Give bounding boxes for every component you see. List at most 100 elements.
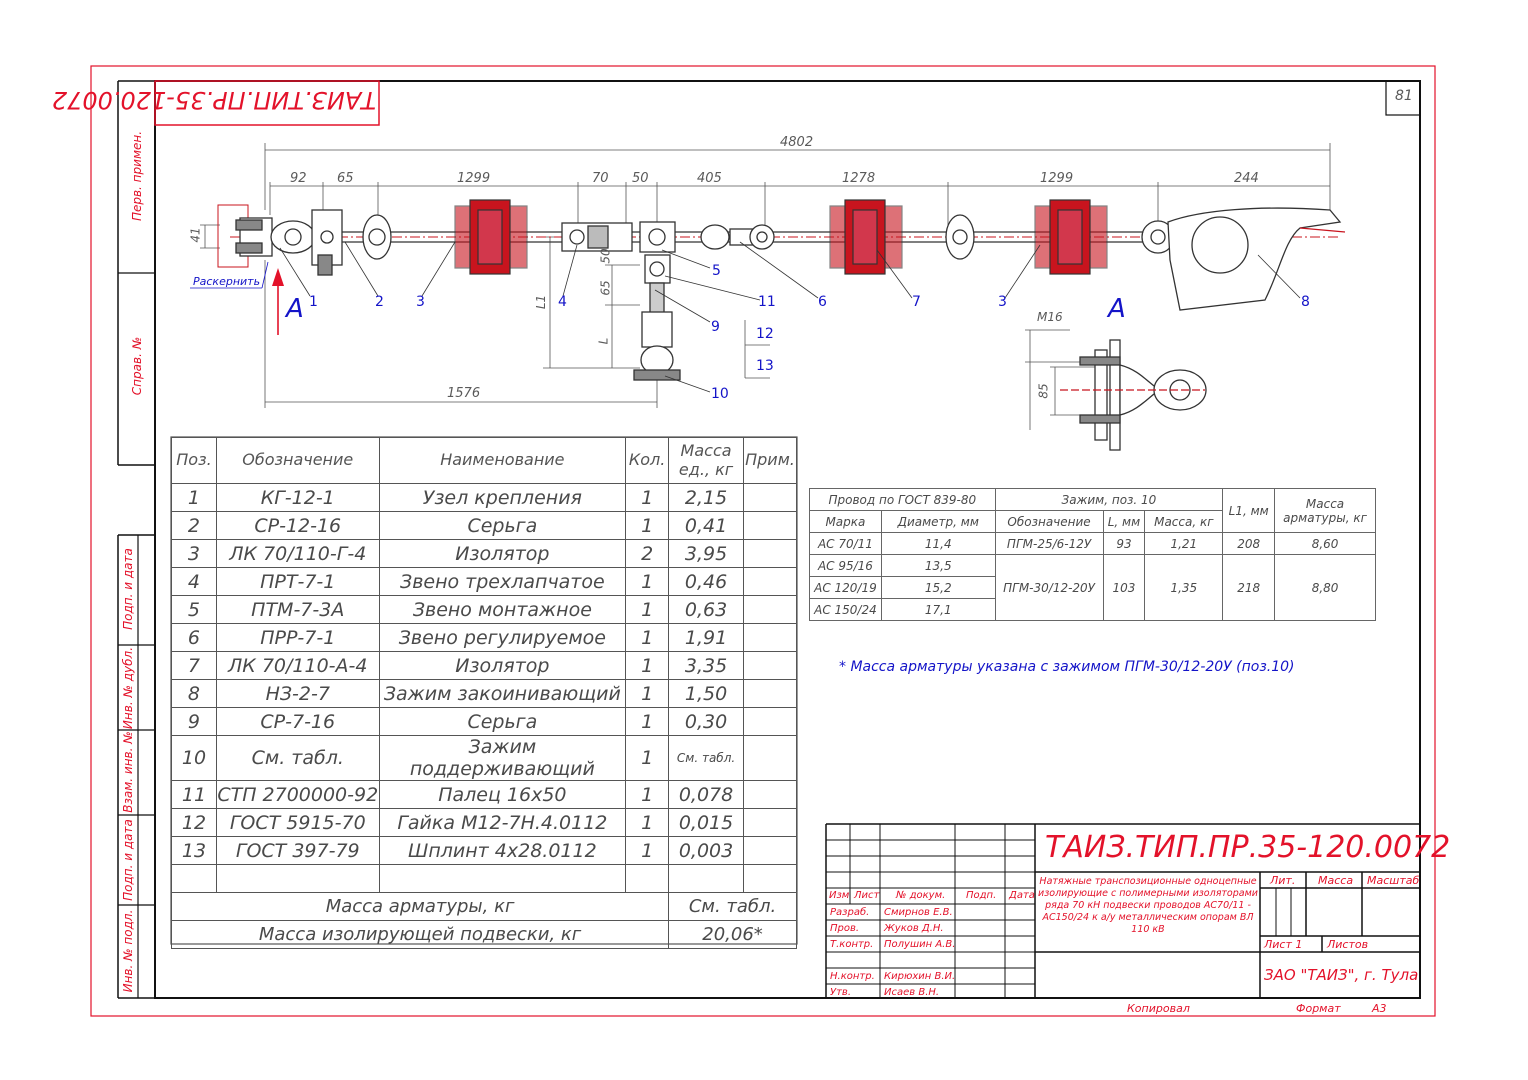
spec-cell: 0,078 [668,780,744,809]
wire-h-desig: Обозначение [994,510,1104,533]
tb-mass: Масса [1318,874,1354,887]
callout-12: 12 [756,326,774,342]
spec-cell: Шплинт 4х28.0112 [378,836,627,865]
tb-col-sign: Подп. [966,890,997,901]
callout-8: 8 [1301,294,1310,310]
wire-cell: АС 150/24 [809,598,882,621]
callout-9: 9 [711,319,720,335]
spec-cell: 10 [171,735,217,781]
spec-cell: 1 [625,483,670,512]
spec-h-desig: Обозначение [215,437,380,484]
spec-cell: 1 [625,651,670,680]
tb-col-izm: Изм [829,890,850,901]
spec-cell: 6 [171,623,217,652]
spec-cell: Зажим поддерживающий [378,735,627,781]
wire-cell: 8,80 [1274,554,1376,621]
spec-cell: НЗ-2-7 [215,679,380,708]
tb-sheet: Лист 1 [1264,938,1303,951]
wire-cell: 1,35 [1144,554,1224,621]
callout-1: 1 [309,294,318,310]
wire-h-l1: L1, мм [1222,488,1276,533]
callout-13: 13 [756,358,774,374]
wire-h-cmass: Масса, кг [1144,510,1224,533]
tb-sheets: Листов [1327,938,1369,951]
spec-cell: См. табл. [668,735,744,781]
spec-cell: ЛК 70/110-Г-4 [215,539,380,568]
spec-cell: Гайка М12-7Н.4.0112 [378,808,627,837]
view-mark-a: А [286,294,304,324]
spec-cell: 1 [625,836,670,865]
margin-label-perv: Перв. примен. [130,130,144,222]
spec-cell: Звено регулируемое [378,623,627,652]
insulator-middle [829,199,903,275]
sheet-number-box [1385,80,1421,116]
dim-m16: M16 [1037,310,1063,324]
tb-role-razrab: Разраб. [830,907,870,918]
mass-fittings-row: Масса арматуры, кг См. табл. [170,892,797,921]
wire-cell: 1,21 [1144,532,1224,555]
spec-cell: 12 [171,808,217,837]
tb-desc-1: Натяжные транспозиционные одноцепные [1039,876,1257,887]
wire-cell: ПГМ-30/12-20У [994,554,1104,621]
title-doc-code: ТАИЗ.ТИП.ПР.35-120.0072 [1045,830,1451,865]
dim-70: 70 [592,171,609,186]
title-block-frame [825,823,1420,998]
tb-copied: Копировал [1127,1002,1190,1015]
mass-total-row: Масса изолирующей подвески, кг 20,06* [170,920,797,949]
spec-h-name: Наименование [378,437,627,484]
tb-name-nkontr: Кирюхин В.И. [884,971,956,982]
spec-table: Поз. Обозначение Наименование Кол. Масса… [170,437,798,949]
spec-cell: 9 [171,707,217,736]
tb-name-utv: Исаев В.Н. [884,987,940,998]
spec-cell: 1 [625,735,670,781]
spec-cell: 3,35 [668,651,744,680]
wire-cell: 218 [1222,554,1276,621]
spec-cell: 13 [171,836,217,865]
spec-cell: Зажим закоинивающий [378,679,627,708]
table-row: АС 70/11 11,4 ПГМ-25/6-12У 93 1,21 208 8… [809,532,1376,555]
dim-85: 85 [1036,383,1051,399]
tb-role-tkontr: Т.контр. [830,939,874,950]
spec-cell: 8 [171,679,217,708]
dim-l1: L1 [534,294,549,310]
spec-cell: 1 [625,567,670,596]
spec-cell: Палец 16х50 [378,780,627,809]
spec-cell: 0,30 [668,707,744,736]
spec-cell: 0,63 [668,595,744,624]
spec-cell [742,836,798,865]
spec-cell: Серьга [378,511,627,540]
tb-name-razrab: Смирнов Е.В. [884,907,953,918]
tb-desc-5: 110 кВ [1131,924,1165,935]
spec-cell [742,567,798,596]
spec-h-qty: Кол. [625,437,670,484]
mass-note: * Масса арматуры указана с зажимом ПГМ-3… [839,659,1295,675]
mass-total-label: Масса изолирующей подвески, кг [170,920,670,949]
spec-cell: 3,95 [668,539,744,568]
spec-cell: См. табл. [215,735,380,781]
margin-label-podp1: Подп. и дата [121,548,135,630]
spec-cell: 1 [625,623,670,652]
wire-table: Провод по ГОСТ 839-80 Зажим, поз. 10 L1,… [809,488,1376,621]
tb-role-nkontr: Н.контр. [830,971,875,982]
callout-2: 2 [375,294,384,310]
tb-format-value: А3 [1372,1002,1387,1015]
spec-cell: 1 [171,483,217,512]
callout-leaders [279,241,1301,393]
main-frame [154,80,1421,999]
spec-cell: Узел крепления [378,483,627,512]
three-leg-link [561,221,681,381]
dim-65-vert: 65 [598,280,613,296]
spec-h-pos: Поз. [171,437,217,484]
callout-3b: 3 [998,294,1007,310]
spec-cell: 1,50 [668,679,744,708]
wire-cell: АС 120/19 [809,576,882,599]
spec-cell [378,864,627,893]
spec-cell [742,864,798,893]
rotated-code-box [154,80,380,126]
